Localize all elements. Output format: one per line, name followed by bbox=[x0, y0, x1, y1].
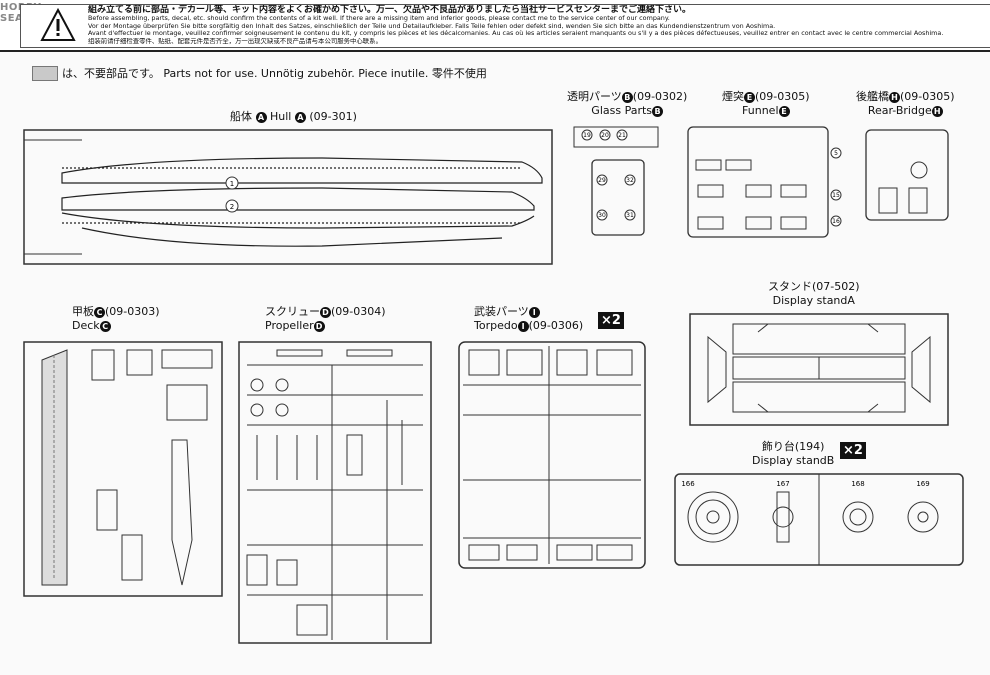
glass-letter-2: B bbox=[652, 105, 664, 117]
propeller-label-en: Propeller bbox=[265, 319, 314, 332]
torpedo-letter-2: I bbox=[517, 320, 529, 332]
funnel-letter-2: E bbox=[778, 105, 790, 117]
rear-bridge-label-ja: 後艦橋 bbox=[856, 90, 889, 103]
stand-b-part-166: 166 bbox=[681, 480, 695, 488]
glass-label-ja: 透明パーツ bbox=[567, 90, 622, 103]
stand-a-code: (07-502) bbox=[812, 280, 860, 293]
svg-text:31: 31 bbox=[626, 212, 634, 219]
svg-text:2: 2 bbox=[230, 203, 234, 211]
rear-bridge-letter-2: H bbox=[931, 105, 943, 117]
warning-box bbox=[20, 4, 990, 48]
propeller-letter: D bbox=[320, 306, 331, 318]
stand-b-sprue: 166 167 168 169 bbox=[674, 473, 964, 566]
stand-b-code: (194) bbox=[794, 440, 825, 453]
stand-b-label: 飾り台(194) Display standB bbox=[752, 438, 834, 467]
torpedo-multiplier: ×2 bbox=[598, 312, 624, 329]
rear-bridge-letter: H bbox=[889, 91, 900, 103]
hull-sprue: 1 2 bbox=[23, 129, 553, 265]
svg-text:20: 20 bbox=[601, 132, 609, 139]
hull-label-en: Hull bbox=[270, 110, 292, 123]
propeller-label-ja: スクリュー bbox=[265, 305, 320, 318]
torpedo-label-ja: 武装パーツ bbox=[474, 305, 529, 318]
torpedo-code: (09-0306) bbox=[528, 319, 584, 332]
stand-a-label-en: Display standA bbox=[772, 294, 855, 307]
glass-code: (09-0302) bbox=[632, 90, 688, 103]
glass-label-en: Glass Parts bbox=[591, 104, 653, 117]
torpedo-letter: I bbox=[528, 306, 540, 318]
svg-text:1: 1 bbox=[230, 180, 234, 188]
svg-text:32: 32 bbox=[626, 177, 634, 184]
svg-text:30: 30 bbox=[598, 212, 606, 219]
stand-b-label-ja: 飾り台 bbox=[761, 440, 795, 453]
warning-line-en: Before assembling, parts, decal, etc. sh… bbox=[88, 15, 670, 22]
hull-label-ja: 船体 bbox=[230, 110, 252, 123]
svg-text:5: 5 bbox=[834, 150, 838, 157]
svg-text:29: 29 bbox=[598, 177, 606, 184]
warning-line-fr: Avant d'effectuer le montage, veuillez c… bbox=[88, 30, 944, 38]
stand-b-part-168: 168 bbox=[851, 480, 864, 488]
svg-text:19: 19 bbox=[583, 132, 591, 139]
not-use-swatch bbox=[32, 66, 58, 81]
rear-bridge-code: (09-0305) bbox=[900, 90, 955, 103]
stand-b-multiplier: ×2 bbox=[840, 442, 866, 459]
propeller-code: (09-0304) bbox=[331, 305, 386, 318]
funnel-letter: E bbox=[744, 91, 755, 103]
deck-letter: C bbox=[94, 306, 105, 318]
funnel-label-ja: 煙突 bbox=[722, 90, 744, 103]
torpedo-sprue bbox=[458, 341, 646, 569]
stand-a-sprue bbox=[689, 313, 949, 426]
deck-sprue bbox=[23, 341, 223, 597]
funnel-code: (09-0305) bbox=[755, 90, 810, 103]
not-use-note: は、不要部品です。 Parts not for use. Unnötig zub… bbox=[62, 67, 487, 80]
rear-bridge-sprue bbox=[865, 129, 949, 221]
stand-b-label-en: Display standB bbox=[752, 454, 835, 467]
deck-code: (09-0303) bbox=[105, 305, 160, 318]
deck-label-en: Deck bbox=[72, 319, 100, 332]
warning-line-de: Vor der Montage überprüfen Sie bitte sor… bbox=[88, 22, 776, 30]
warning-line-ja: 組み立てる前に部品・デカール等、キット内容をよくお確かめ下さい。万一、欠品や不良… bbox=[88, 5, 692, 15]
svg-text:21: 21 bbox=[618, 132, 626, 139]
propeller-letter-2: D bbox=[313, 320, 325, 332]
warning-line-zh: 组装前请仔细检查零件、贴纸、配套元件是否齐全，万一出现欠缺或不良产品请与本公司服… bbox=[88, 38, 382, 46]
hull-label: 船体 A Hull A (09-301) bbox=[230, 108, 357, 124]
svg-text:16: 16 bbox=[832, 218, 840, 225]
stand-b-part-167: 167 bbox=[776, 480, 789, 488]
warning-text: 組み立てる前に部品・デカール等、キット内容をよくお確かめ下さい。万一、欠品や不良… bbox=[88, 5, 978, 46]
deck-label-ja: 甲板 bbox=[72, 305, 94, 318]
svg-text:15: 15 bbox=[832, 192, 840, 199]
propeller-sprue bbox=[238, 341, 432, 644]
hull-letter: A bbox=[255, 111, 267, 123]
hull-code: (09-301) bbox=[309, 110, 357, 123]
glass-sprue: 19 20 21 29 32 30 31 bbox=[573, 126, 659, 236]
stand-b-part-169: 169 bbox=[916, 480, 929, 488]
funnel-sprue: 5 15 16 bbox=[687, 126, 842, 238]
funnel-label-en: Funnel bbox=[742, 104, 779, 117]
stand-a-label: スタンド(07-502) Display standA bbox=[768, 278, 860, 307]
warning-icon bbox=[40, 8, 76, 41]
glass-letter: B bbox=[621, 91, 633, 103]
stand-a-label-ja: スタンド bbox=[768, 280, 812, 293]
rear-bridge-label-en: Rear-Bridge bbox=[867, 104, 932, 117]
torpedo-label-en: Torpedo bbox=[474, 319, 518, 332]
deck-letter-2: C bbox=[99, 320, 111, 332]
hull-letter-2: A bbox=[294, 111, 306, 123]
